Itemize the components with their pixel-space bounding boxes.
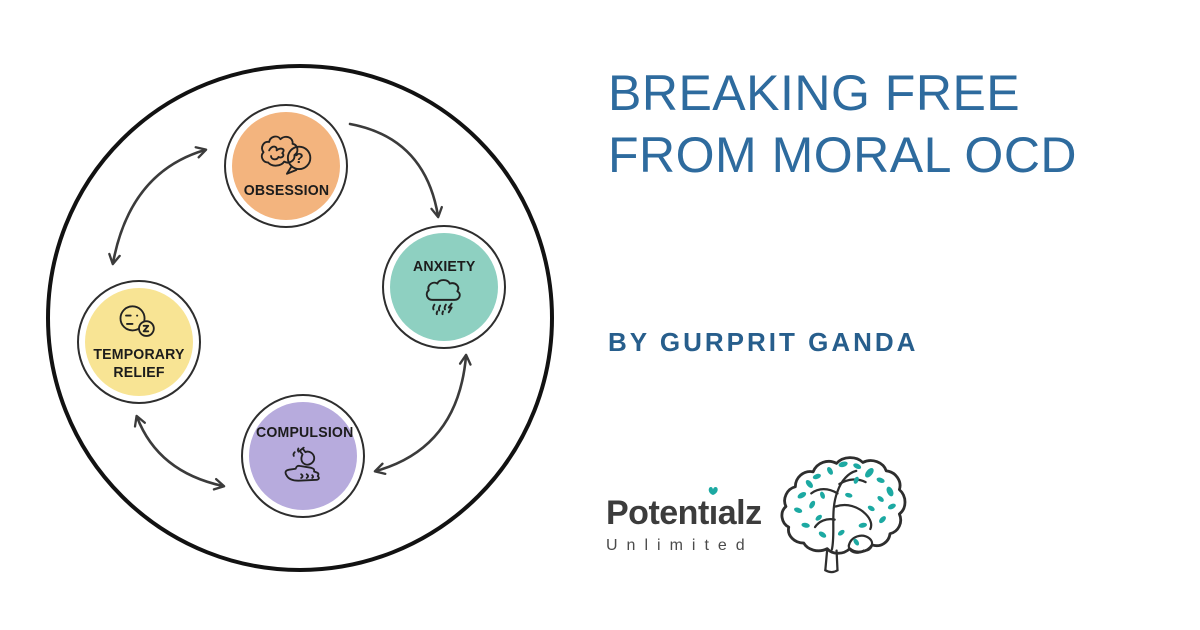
leaf-icon [708, 487, 718, 495]
node-anxiety: ANXIETY [382, 225, 506, 349]
byline: BY GURPRIT GANDA [608, 327, 919, 357]
node-temporary-relief: TEMPORARY RELIEF [77, 280, 201, 404]
node-obsession: ? OBSESSION [224, 104, 348, 228]
arrow-obsession-to-anxiety [348, 122, 443, 219]
brain-leaf-dots [793, 461, 896, 546]
tangled-thoughts-question-icon: ? [260, 135, 312, 175]
title-line-1: BREAKING FREE [608, 65, 1021, 121]
outer-cycle-circle [46, 64, 554, 572]
node-label: ANXIETY [412, 257, 476, 275]
arrow-relief-obsession [108, 146, 208, 266]
relieved-face-clock-icon [119, 305, 155, 337]
arrow-anxiety-compulsion [373, 353, 472, 476]
node-label: COMPULSION [256, 423, 354, 441]
ocd-cycle-diagram: ? OBSESSION ANXIETY [46, 64, 554, 572]
node-label: TEMPORARY RELIEF [93, 345, 185, 381]
node-label: OBSESSION [243, 181, 329, 199]
hand-washing-bottle-icon [284, 447, 320, 482]
node-compulsion: COMPULSION [241, 394, 365, 518]
logo-subtitle: Unlimited [606, 537, 754, 554]
logo-name-post: alz [717, 494, 762, 532]
logo-name-i: ı [708, 494, 718, 532]
arrow-compulsion-relief [133, 414, 226, 491]
logo-name-pre: Potent [606, 494, 709, 532]
page-title: BREAKING FREE FROM MORAL OCD [608, 62, 1148, 186]
cycle-outline-and-arrows [46, 64, 554, 572]
brain-leaves-icon [780, 456, 906, 574]
title-line-2: FROM MORAL OCD [608, 127, 1078, 183]
rain-cloud-icon [425, 279, 461, 316]
svg-text:?: ? [295, 150, 304, 167]
